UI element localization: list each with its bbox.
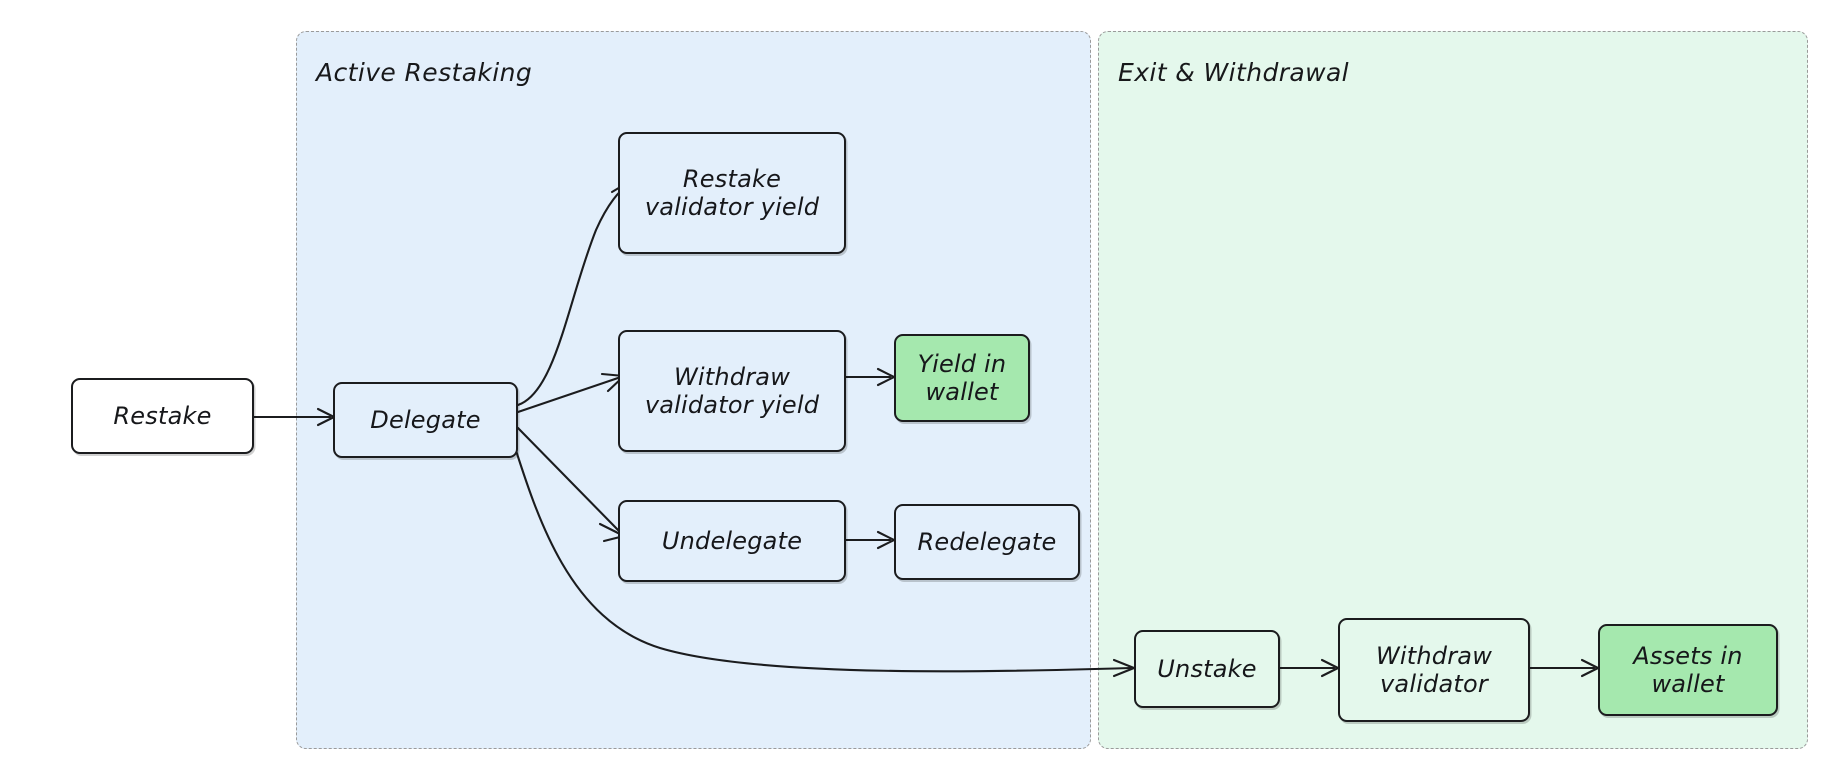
node-withdraw-validator-yield-line-1: Withdraw: [673, 362, 791, 391]
node-unstake-line-1: Unstake: [1157, 654, 1257, 683]
node-restake-validator-yield[interactable]: Restake validator yield: [618, 132, 846, 254]
node-assets-in-wallet-line-2: wallet: [1651, 670, 1725, 698]
node-yield-in-wallet[interactable]: Yield in wallet: [894, 334, 1030, 422]
node-assets-in-wallet-line-1: Assets in: [1633, 641, 1743, 670]
node-redelegate-line-1: Redelegate: [917, 527, 1057, 556]
node-withdraw-validator-line-1: Withdraw: [1375, 641, 1493, 670]
node-delegate-line-1: Delegate: [370, 405, 481, 434]
node-undelegate-line-1: Undelegate: [661, 526, 803, 555]
node-withdraw-validator-yield[interactable]: Withdraw validator yield: [618, 330, 846, 452]
node-withdraw-validator[interactable]: Withdraw validator: [1338, 618, 1530, 722]
node-redelegate[interactable]: Redelegate: [894, 504, 1080, 580]
node-restake-validator-yield-line-1: Restake: [682, 164, 782, 193]
node-withdraw-validator-line-2: validator: [1380, 670, 1488, 698]
node-unstake[interactable]: Unstake: [1134, 630, 1280, 708]
node-undelegate[interactable]: Undelegate: [618, 500, 846, 582]
node-delegate[interactable]: Delegate: [333, 382, 518, 458]
node-assets-in-wallet[interactable]: Assets in wallet: [1598, 624, 1778, 716]
node-yield-in-wallet-line-1: Yield in: [917, 349, 1007, 378]
node-withdraw-validator-yield-line-2: validator yield: [644, 391, 820, 419]
subgraph-label-exit-withdrawal: Exit & Withdrawal: [1118, 58, 1350, 87]
node-restake-line-1: Restake: [113, 401, 212, 430]
node-yield-in-wallet-line-2: wallet: [925, 378, 999, 406]
node-restake-validator-yield-line-2: validator yield: [644, 193, 820, 221]
node-restake[interactable]: Restake: [71, 378, 254, 454]
subgraph-label-active-restaking: Active Restaking: [316, 58, 533, 87]
